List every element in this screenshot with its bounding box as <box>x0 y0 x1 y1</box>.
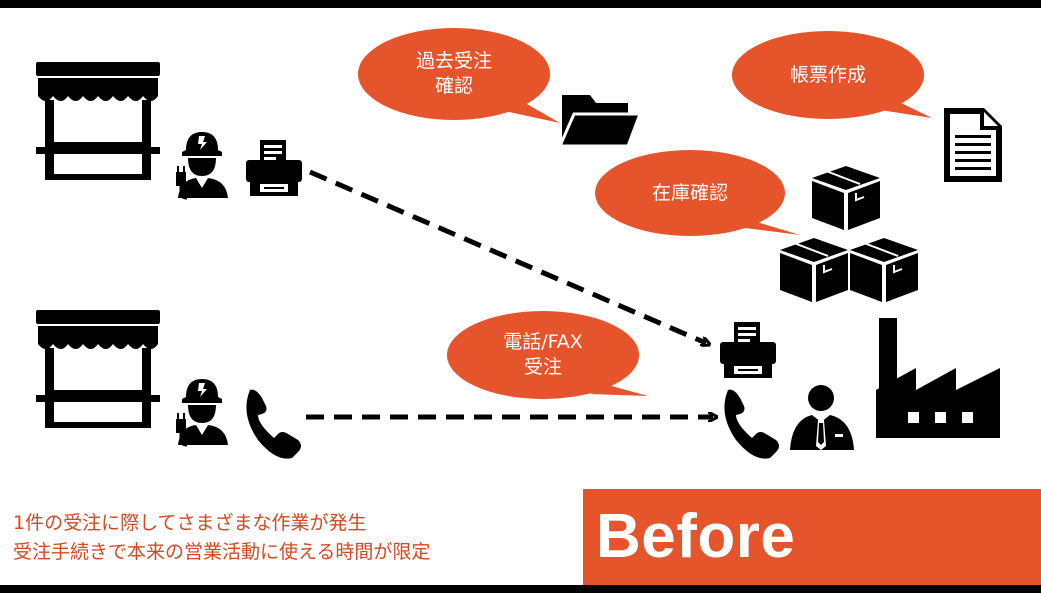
telephone-handset-icon <box>724 389 779 459</box>
bubble-label-stock-check: 在庫確認 <box>610 158 770 228</box>
bubble-text-line: 在庫確認 <box>651 181 728 204</box>
before-label-box: Before <box>583 489 1041 585</box>
speech-bubble-create-forms <box>732 31 932 119</box>
speech-bubble-stock-check <box>595 150 800 236</box>
speech-bubble-past-orders <box>358 28 560 123</box>
bubble-label-past-orders: 過去受注 確認 <box>374 34 534 114</box>
electrician-worker-icon <box>174 377 230 447</box>
bubble-text-line: 確認 <box>434 75 473 97</box>
document-icon <box>944 108 1002 182</box>
bubble-text-line: 過去受注 <box>415 50 492 72</box>
fax-machine-icon <box>246 140 302 196</box>
folder-icon <box>557 95 643 148</box>
stacked-boxes-icon <box>779 165 919 303</box>
top-border <box>0 0 1041 8</box>
bubble-text-line: 受注 <box>523 356 562 378</box>
bubble-label-create-forms: 帳票作成 <box>748 40 908 110</box>
speech-bubble-phone-fax <box>447 311 648 399</box>
telephone-handset-icon <box>246 389 301 459</box>
bubble-label-phone-fax: 電話/FAX 受注 <box>463 315 623 395</box>
fax-order-arrow <box>309 169 706 343</box>
fax-machine-icon <box>720 322 776 378</box>
businessman-icon <box>790 385 854 450</box>
bubble-text-line: 帳票作成 <box>789 63 866 86</box>
caption-line-1: 1件の受注に際してさまざまな作業が発生 <box>13 512 367 534</box>
store-icon <box>36 62 160 180</box>
store-icon <box>36 310 160 428</box>
bottom-border <box>0 585 1041 593</box>
electrician-worker-icon <box>174 130 230 200</box>
bubble-text-line: 電話/FAX <box>503 331 583 353</box>
factory-icon <box>876 318 1000 438</box>
before-label: Before <box>596 502 796 571</box>
caption-text: 1件の受注に際してさまざまな作業が発生 受注手続きで本来の営業活動に使える時間が… <box>13 509 430 567</box>
caption-line-2: 受注手続きで本来の営業活動に使える時間が限定 <box>13 541 431 563</box>
